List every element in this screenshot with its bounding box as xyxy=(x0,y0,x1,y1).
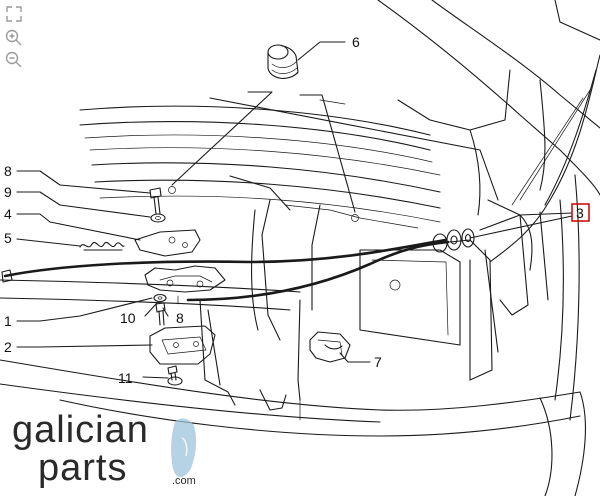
leader-line-8 xyxy=(16,170,151,194)
callout-4[interactable]: 4 xyxy=(4,206,12,222)
mount-hole xyxy=(168,186,176,194)
leader-line-3b xyxy=(469,215,573,239)
part-5-spring-clip[interactable] xyxy=(79,242,125,251)
callout-11[interactable]: 11 xyxy=(118,370,133,386)
zoom-in-button[interactable] xyxy=(4,28,24,48)
callout-2[interactable]: 2 xyxy=(4,339,12,355)
callout-7[interactable]: 7 xyxy=(374,354,382,370)
part-4-bracket[interactable] xyxy=(134,229,201,257)
leader-line-2 xyxy=(16,344,153,348)
leader-line-10 xyxy=(144,302,158,317)
part-9-washer[interactable] xyxy=(150,213,166,223)
part-8-screw-lower[interactable] xyxy=(155,302,166,326)
leader-line-8b xyxy=(162,307,169,317)
logo-suffix: .com xyxy=(172,475,196,487)
callout-1[interactable]: 1 xyxy=(4,313,12,329)
part-8-screw-upper[interactable] xyxy=(149,187,162,215)
callout-8-upper[interactable]: 8 xyxy=(4,163,12,179)
galicianparts-logo: galician parts .com xyxy=(12,409,197,489)
part-3-cable-connector[interactable] xyxy=(432,228,475,253)
fullscreen-icon xyxy=(6,6,22,22)
leader-line-6 xyxy=(297,41,346,61)
release-cable xyxy=(1,238,450,302)
zoom-out-button[interactable] xyxy=(4,50,24,70)
leader-line-5 xyxy=(16,238,81,247)
leader-line-6b xyxy=(299,94,356,213)
leader-line-3 xyxy=(479,212,573,231)
callout-5[interactable]: 5 xyxy=(4,230,12,246)
logo-line1: galician xyxy=(12,409,149,451)
callout-8-lower[interactable]: 8 xyxy=(176,310,184,326)
leader-line-4 xyxy=(16,213,141,241)
part-2-striker[interactable] xyxy=(149,325,216,365)
zoom-out-icon xyxy=(5,51,22,68)
callout-3[interactable]: 3 xyxy=(576,205,584,221)
zoom-in-icon xyxy=(5,29,22,46)
part-11-bolt[interactable] xyxy=(167,365,183,386)
leader-line-9 xyxy=(16,191,151,218)
leader-line-11 xyxy=(142,376,169,379)
fullscreen-button[interactable] xyxy=(4,4,24,24)
mount-hole xyxy=(351,214,359,222)
part-6-bump-stop[interactable] xyxy=(267,44,299,79)
part-1-latch[interactable] xyxy=(144,265,226,305)
leader-line-6a xyxy=(171,91,273,186)
callout-3-highlight-box xyxy=(571,203,590,222)
callout-10[interactable]: 10 xyxy=(120,310,136,326)
part-10-washer[interactable] xyxy=(153,293,167,303)
callout-9[interactable]: 9 xyxy=(4,184,12,200)
leader-line-7 xyxy=(339,352,371,363)
logo-line2: parts xyxy=(38,447,127,489)
callout-6[interactable]: 6 xyxy=(352,34,360,50)
leader-line-1 xyxy=(16,297,153,322)
